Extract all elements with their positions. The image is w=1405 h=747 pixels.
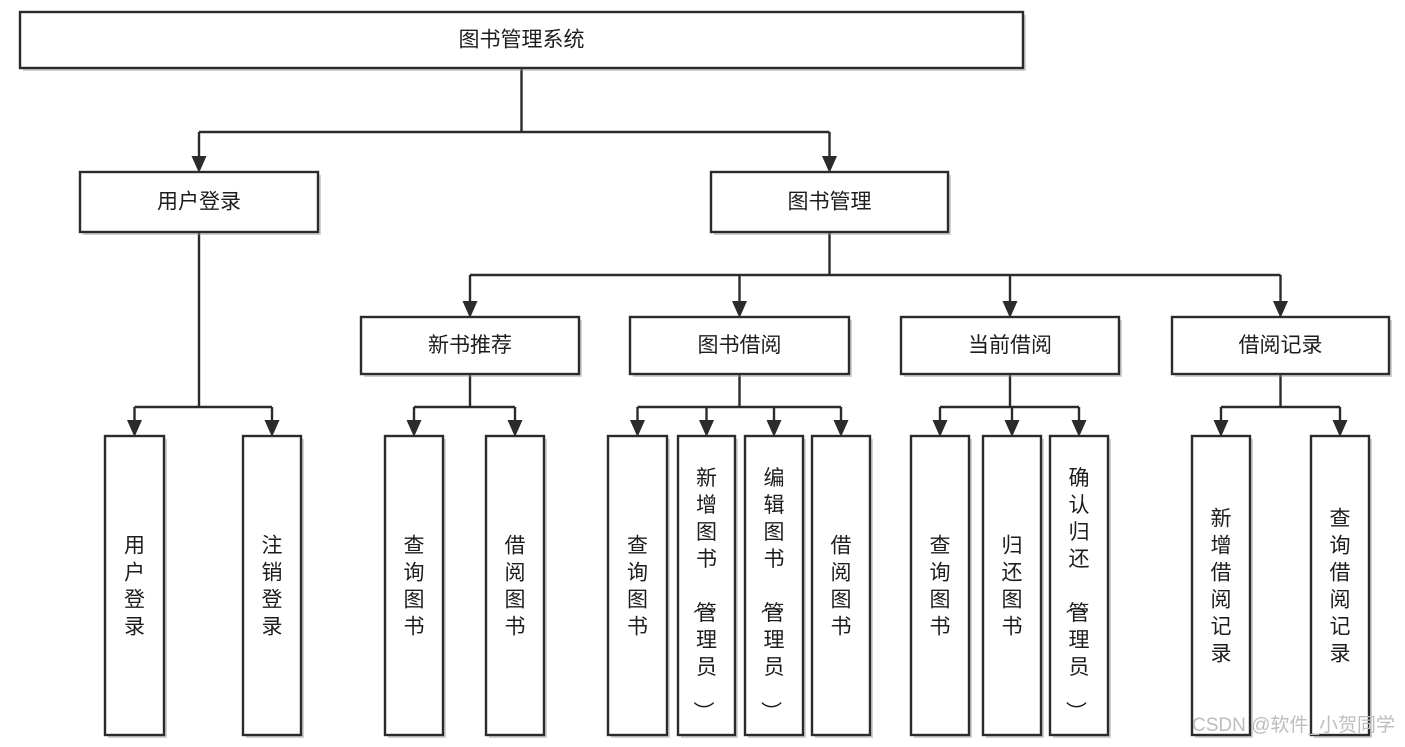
arrow-head-icon [1071,420,1087,437]
connector-c-book-borrow [630,374,849,437]
arrow-head-icon [1273,301,1288,318]
node-label: 图书管理系统 [459,29,585,52]
node-l-confirm-return[interactable]: 确认归还（管理员） [1048,434,1111,738]
arrow-head-icon [766,420,782,437]
node-n-book-borrow[interactable]: 图书借阅 [628,315,852,377]
node-n-new-book-rec[interactable]: 新书推荐 [359,315,582,377]
node-label: 借阅记录 [1239,334,1323,357]
node-label: 查询图书 [627,535,648,639]
connector-c-new-book-rec [406,374,523,437]
arrow-head-icon [822,156,837,173]
node-n-current-borrow[interactable]: 当前借阅 [899,315,1122,377]
arrow-head-icon [1332,420,1348,437]
node-label: 用户登录 [157,191,241,214]
node-label: 注销登录 [262,535,283,639]
node-l-borrow-book-2[interactable]: 借阅图书 [810,434,873,738]
node-l-query-book-1[interactable]: 查询图书 [383,434,446,738]
node-l-query-book-2[interactable]: 查询图书 [606,434,670,738]
node-l-borrow-book-1[interactable]: 借阅图书 [484,434,547,738]
arrow-head-icon [732,301,747,318]
arrow-head-icon [191,156,207,173]
arrow-head-icon [462,301,478,318]
node-l-add-book[interactable]: 新增图书（管理员） [676,434,738,738]
connector-c-root [191,68,837,173]
arrow-head-icon [507,420,523,437]
node-label: 新书推荐 [428,334,512,357]
node-label: 查询借阅记录 [1330,508,1351,666]
arrow-head-icon [127,420,142,437]
connector-c-user-login [127,232,280,437]
node-l-user-login[interactable]: 用户登录 [103,434,167,738]
node-l-add-record[interactable]: 新增借阅记录 [1190,434,1253,738]
node-label: 查询图书 [930,535,951,639]
arrow-head-icon [1002,301,1018,318]
node-label: 新增借阅记录 [1211,508,1232,666]
node-label: 当前借阅 [968,334,1052,357]
node-layer: 图书管理系统用户登录图书管理新书推荐图书借阅当前借阅借阅记录用户登录注销登录查询… [18,10,1392,738]
node-label: 编辑图书（管理员） [759,467,785,722]
arrow-head-icon [833,420,849,437]
connector-c-current-borrow [932,374,1087,437]
arrow-head-icon [932,420,948,437]
node-l-query-record[interactable]: 查询借阅记录 [1309,434,1372,738]
node-label: 查询图书 [404,535,425,639]
connector-c-book-manage [462,232,1288,318]
node-label: 借阅图书 [505,535,526,639]
node-l-query-book-3[interactable]: 查询图书 [909,434,972,738]
node-n-borrow-record[interactable]: 借阅记录 [1170,315,1392,377]
node-n-user-login[interactable]: 用户登录 [78,170,321,235]
arrow-head-icon [630,420,645,437]
node-label: 图书管理 [788,191,872,214]
csdn-watermark: CSDN @软件_小贺同学 [1192,714,1395,736]
node-l-return-book[interactable]: 归还图书 [981,434,1044,738]
node-n-book-manage[interactable]: 图书管理 [709,170,951,235]
node-label: 确认归还（管理员） [1064,467,1090,722]
node-label: 用户登录 [124,535,145,639]
node-root[interactable]: 图书管理系统 [18,10,1026,71]
node-label: 新增图书（管理员） [691,467,717,722]
arrow-head-icon [1004,420,1020,437]
node-l-user-logout[interactable]: 注销登录 [241,434,304,738]
arrow-head-icon [264,420,280,437]
node-label: 归还图书 [1002,535,1023,639]
node-label: 借阅图书 [831,535,852,639]
arrow-head-icon [406,420,422,437]
node-label: 图书借阅 [698,334,782,357]
node-l-edit-book[interactable]: 编辑图书（管理员） [743,434,806,738]
arrow-head-icon [699,420,714,437]
watermark-layer: CSDN @软件_小贺同学 [1192,714,1395,736]
arrow-head-icon [1213,420,1229,437]
connector-layer [127,68,1348,437]
connector-c-borrow-record [1213,374,1348,437]
